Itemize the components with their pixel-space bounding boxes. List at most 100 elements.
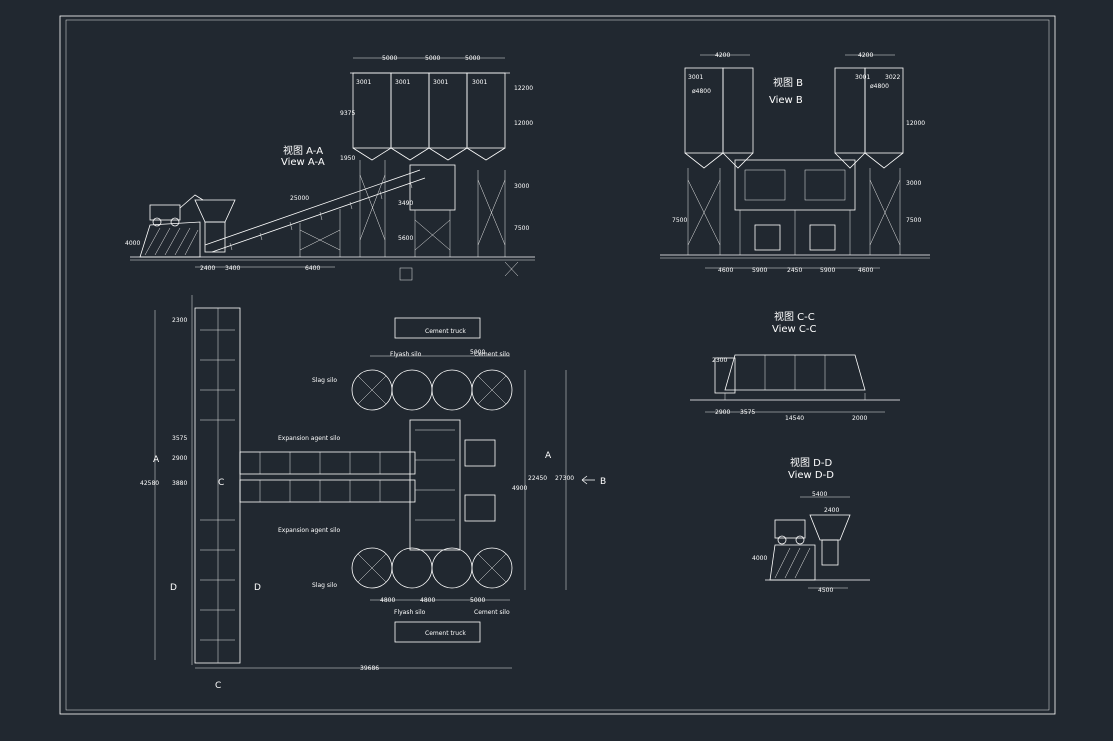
dim-b-4: 3022 (885, 74, 900, 81)
dim-plan-6: 27300 (555, 475, 574, 482)
dim-aa-9: 12200 (514, 85, 533, 92)
label-cement-truck-top: Cement truck (425, 328, 466, 335)
dd-hopper-icon (809, 514, 851, 541)
dim-aa-19: 6400 (305, 265, 320, 272)
section-mark-a-left: A (153, 455, 160, 465)
silo-b-right-2 (864, 67, 904, 154)
dim-dd-0: 5400 (812, 491, 827, 498)
section-mark-c-bottom: C (215, 681, 221, 691)
cc-aggregate-bins (724, 354, 866, 391)
dim-b-10: 5900 (752, 267, 767, 274)
dim-plan-10: 4800 (420, 597, 435, 604)
belt-conveyor (204, 169, 421, 246)
label-cement-silo-top: Cement silo (474, 351, 510, 358)
view-dd-title-cn: 视图 D-D (790, 456, 832, 469)
dim-b-7: 12000 (906, 120, 925, 127)
mixer-truck-icon (754, 224, 781, 251)
dim-aa-5: 3001 (433, 79, 448, 86)
dim-plan-0: 2300 (172, 317, 187, 324)
dim-aa-14: 5600 (398, 235, 413, 242)
dim-plan-9: 4800 (380, 597, 395, 604)
inner-frame (65, 19, 1050, 711)
plan-silos-upper (351, 369, 513, 411)
dim-aa-17: 2400 (200, 265, 215, 272)
dim-b-2: 3001 (688, 74, 703, 81)
dim-aa-1: 5000 (425, 55, 440, 62)
dim-aa-16: 4000 (125, 240, 140, 247)
label-expansion-silo-bottom: Expansion agent silo (278, 527, 341, 534)
dim-dd-2: 4000 (752, 555, 767, 562)
dim-cc-2: 3575 (740, 409, 755, 416)
dim-b-11: 5900 (820, 267, 835, 274)
section-mark-a-right: A (545, 451, 552, 461)
plan-view: 42580 2300 3575 2900 3880 A D D C C (140, 295, 606, 691)
silo-b-left-2 (722, 67, 754, 154)
label-expansion-silo-top: Expansion agent silo (278, 435, 341, 442)
view-b-title-cn: 视图 B (773, 76, 803, 89)
dim-aa-8: 12000 (514, 120, 533, 127)
dim-aa-10: 1950 (340, 155, 355, 162)
view-b: 视图 B View B 4200 4200 3001 3001 3022 ø48… (660, 52, 930, 274)
label-slag-silo-top: Slag silo (312, 377, 337, 384)
dim-dd-1: 2400 (824, 507, 839, 514)
dim-b-14: 4600 (858, 267, 873, 274)
dim-aa-12: 25000 (290, 195, 309, 202)
mixer-platform-b (734, 159, 856, 211)
dim-b-3: 3001 (855, 74, 870, 81)
view-b-arrow-icon (581, 475, 595, 485)
label-slag-silo-bottom: Slag silo (312, 582, 337, 589)
aggregate-hopper-icon (194, 199, 236, 223)
mixing-tower (409, 164, 456, 211)
view-dd: 视图 D-D View D-D 5400 2400 4000 4500 (752, 456, 870, 594)
view-aa-title-cn: 视图 A-A (283, 144, 323, 157)
plan-conveyor-1 (239, 451, 416, 475)
view-b-title-en: View B (769, 95, 803, 106)
label-cement-silo-bottom: Cement silo (474, 609, 510, 616)
dim-plan-4: 42580 (140, 480, 159, 487)
view-cc-title-cn: 视图 C-C (774, 310, 815, 323)
outer-frame (59, 15, 1056, 715)
section-mark-c-top: C (218, 478, 224, 488)
section-mark-d-right: D (254, 583, 261, 593)
dim-cc-3: 14540 (785, 415, 804, 422)
plan-mixing-building (409, 419, 461, 551)
dim-cc-1: 2900 (715, 409, 730, 416)
dim-aa-6: 3001 (472, 79, 487, 86)
dim-aa-7: 9375 (340, 110, 355, 117)
silo-group-aa (350, 72, 510, 161)
dim-plan-7: 22450 (528, 475, 547, 482)
section-mark-b: B (600, 477, 606, 487)
dim-b-1: 4200 (858, 52, 873, 59)
view-aa-title-en: View A-A (281, 157, 325, 168)
plan-cement-truck-bottom (394, 621, 481, 643)
dd-loader-icon (774, 519, 806, 539)
mixer-truck-icon-2 (809, 224, 836, 251)
view-cc-title-en: View C-C (772, 324, 817, 335)
dim-b-6: ø4800 (870, 83, 889, 90)
plan-silos-lower (351, 547, 513, 589)
dim-plan-3: 3880 (172, 480, 187, 487)
dim-b-5: ø4800 (692, 88, 711, 95)
plan-cement-truck-top (394, 317, 481, 339)
dim-b-9: 7500 (906, 217, 921, 224)
dim-dd-3: 4500 (818, 587, 833, 594)
dim-plan-1: 3575 (172, 435, 187, 442)
loader-icon (149, 204, 181, 221)
dim-b-12: 2450 (787, 267, 802, 274)
dim-b-0: 4200 (715, 52, 730, 59)
dim-aa-13: 3490 (398, 200, 413, 207)
plan-mixer-truck-2 (464, 494, 496, 522)
dim-plan-2: 2900 (172, 455, 187, 462)
dim-b-15: 7500 (672, 217, 687, 224)
dim-aa-2: 5000 (465, 55, 480, 62)
dim-cc-4: 2000 (852, 415, 867, 422)
dim-aa-0: 5000 (382, 55, 397, 62)
dim-plan-5: 39686 (360, 665, 379, 672)
dim-aa-11: 3000 (514, 183, 529, 190)
label-flyash-silo-top: Flyash silo (390, 351, 422, 358)
dim-b-13: 4600 (718, 267, 733, 274)
dim-cc-0: 2300 (712, 357, 727, 364)
view-dd-title-en: View D-D (788, 470, 834, 481)
